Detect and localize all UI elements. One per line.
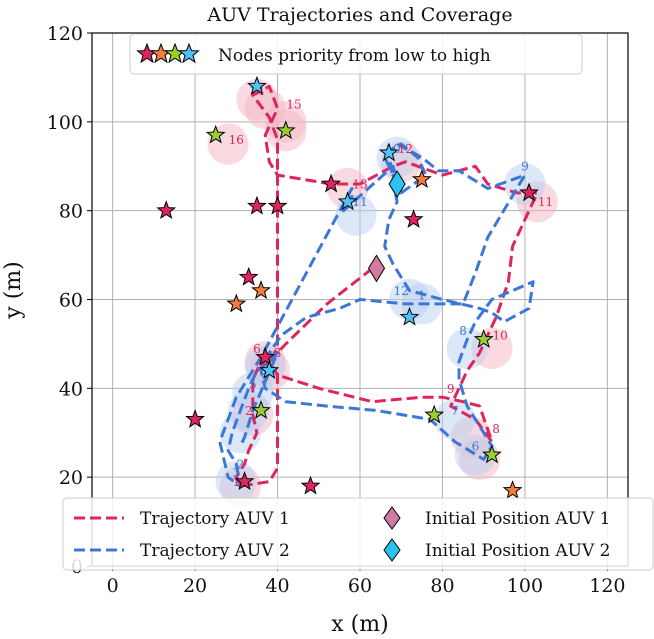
trajectory-auv1: [234, 84, 539, 488]
waypoint-label-auv2: 8: [459, 324, 467, 338]
legend-label-auv2: Trajectory AUV 2: [140, 541, 290, 561]
node-star: [519, 182, 539, 202]
waypoint-label-auv1: 13: [352, 177, 367, 191]
node-star: [267, 195, 288, 215]
axis-ticks: 020406080100120020406080100120: [47, 23, 626, 597]
coverage-circle-auv2: [388, 278, 431, 321]
node-star: [226, 293, 247, 313]
waypoint-label-auv2: 1: [418, 289, 426, 303]
y-axis-label: y (m): [1, 261, 26, 319]
node-star: [156, 200, 177, 220]
trajectories: [218, 84, 539, 488]
node-legend-label: Nodes priority from low to high: [218, 46, 491, 66]
y-tick-label: 120: [47, 23, 83, 45]
waypoint-label-auv2: 6: [472, 440, 480, 454]
node-star: [251, 400, 271, 419]
waypoint-label-auv1: 9: [447, 382, 455, 396]
node-star: [482, 444, 502, 464]
node-star: [275, 120, 296, 140]
node-star: [238, 266, 259, 286]
waypoint-label-auv1: 8: [492, 422, 500, 436]
waypoint-label-auv1: 3: [274, 346, 282, 360]
initial-position-auv2: [388, 170, 406, 198]
node-legend-stars: [136, 42, 200, 64]
x-tick-label: 40: [265, 575, 289, 597]
y-tick-label: 100: [47, 112, 83, 134]
waypoint-label-auv1: 11: [538, 195, 553, 209]
node-star: [185, 408, 205, 428]
y-tick-label: 40: [59, 378, 83, 400]
node-star: [255, 346, 276, 366]
x-axis-label: x (m): [331, 612, 388, 637]
waypoint-label-auv2: 9: [521, 160, 529, 174]
node-star: [205, 124, 226, 144]
trajectory-auv2: [218, 142, 535, 488]
legend-label-initial-auv1: Initial Position AUV 1: [425, 509, 610, 529]
nodes: [156, 75, 539, 499]
y-tick-label: 60: [59, 290, 83, 312]
waypoint-label-auv2: 7: [451, 404, 459, 418]
node-star: [424, 404, 445, 424]
waypoint-label-auv1: 15: [286, 98, 301, 112]
coverage-circle-auv2: [376, 136, 418, 178]
node-star: [247, 75, 267, 95]
waypoint-label-auv1: 12: [398, 142, 413, 156]
waypoint-label-auv2: 2: [237, 457, 245, 471]
node-star: [321, 173, 342, 193]
node-star: [411, 169, 432, 189]
node-star: [399, 306, 420, 326]
chart-title: AUV Trajectories and Coverage: [206, 4, 512, 26]
waypoint-label-auv1: 16: [229, 133, 244, 147]
initial-position-auv1: [367, 254, 386, 283]
node-star: [337, 191, 358, 211]
coverage-circle-auv2: [215, 460, 257, 503]
y-tick-label: 80: [59, 201, 83, 223]
waypoint-label-auv1: 6: [253, 342, 261, 356]
node-star: [251, 280, 271, 300]
node-star: [259, 360, 280, 379]
waypoint-label-auv1: 10: [493, 328, 508, 342]
node-star: [502, 480, 523, 499]
node-legend-box: [129, 33, 583, 75]
node-star: [378, 142, 399, 162]
node-legend-star: [178, 42, 200, 64]
x-tick-label: 0: [107, 575, 119, 597]
coverage-circle-auv2: [434, 398, 476, 441]
waypoint-label-auv2: 11: [352, 195, 367, 209]
x-tick-label: 100: [507, 575, 543, 597]
node-star: [300, 475, 321, 495]
y-tick-label: 20: [59, 467, 83, 489]
node-priority-legend: Nodes priority from low to high: [129, 33, 583, 75]
node-star: [473, 329, 494, 348]
trajectory-legend: Trajectory AUV 1 Trajectory AUV 2 Initia…: [62, 497, 654, 571]
waypoint-label-auv1: 1: [232, 475, 240, 489]
x-tick-label: 20: [183, 575, 207, 597]
legend-label-auv1: Trajectory AUV 1: [140, 509, 290, 529]
waypoint-label-auv2: 5: [249, 377, 257, 391]
initial-positions: [367, 170, 406, 283]
x-tick-label: 60: [348, 575, 372, 597]
waypoint-label-auv1: 2: [245, 404, 253, 418]
node-star: [247, 195, 267, 215]
legend-marker-initial-auv2: [383, 538, 401, 562]
waypoint-label-auv2: 3: [270, 351, 278, 365]
legend-label-initial-auv2: Initial Position AUV 2: [425, 541, 610, 561]
x-tick-label: 120: [589, 575, 625, 597]
node-star: [403, 209, 424, 228]
legend-marker-initial-auv1: [383, 506, 401, 530]
node-star: [234, 471, 255, 491]
waypoint-label-auv2: 3: [232, 466, 240, 480]
coverage-circle-auv2: [454, 434, 497, 476]
trajectory-legend-box: [62, 497, 654, 571]
waypoint-label-auv2: 12: [394, 284, 409, 298]
x-tick-label: 80: [430, 575, 454, 597]
